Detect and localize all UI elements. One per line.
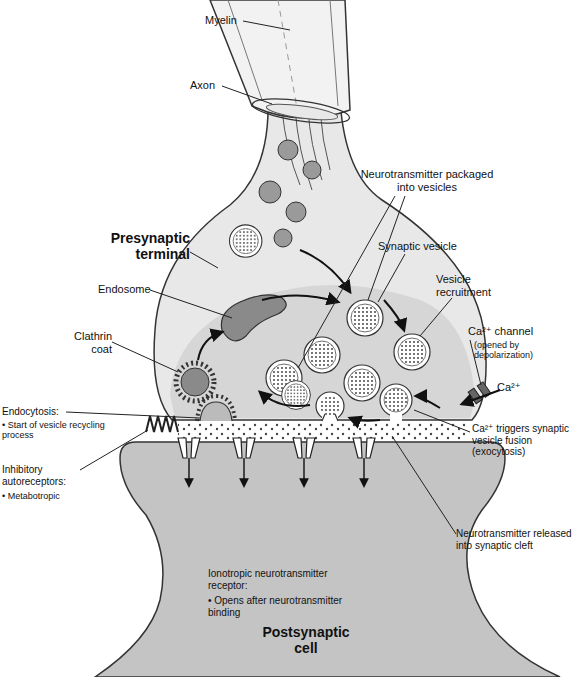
presynaptic-terminal bbox=[154, 100, 486, 420]
note-label: (opened by depolarization) bbox=[474, 340, 574, 361]
part-label: Ca²⁺ channel bbox=[468, 325, 568, 338]
process-label: Neurotransmitter released into synaptic … bbox=[456, 528, 576, 551]
note-label: • Start of vesicle recycling process bbox=[2, 420, 112, 441]
part-label: Inhibitory autoreceptors: bbox=[2, 464, 82, 487]
region-label: Presynaptic terminal bbox=[90, 230, 190, 262]
synaptic-cleft bbox=[178, 422, 468, 440]
ion-flow-arrows bbox=[189, 458, 364, 486]
endocytosis-pit bbox=[197, 396, 235, 421]
part-label: Axon bbox=[190, 79, 230, 92]
note-label: • Metabotropic bbox=[2, 491, 92, 501]
postsynaptic-cell bbox=[95, 442, 560, 677]
leader-lines bbox=[66, 21, 481, 534]
part-label: Ionotropic neurotransmitter receptor: bbox=[208, 568, 358, 591]
callout-label: Neurotransmitter packaged into vesicles bbox=[352, 168, 502, 193]
process-label: Endocytosis: bbox=[2, 406, 102, 418]
part-label: Myelin bbox=[205, 14, 255, 27]
part-label: Clathrin coat bbox=[52, 330, 112, 355]
clathrin-coated-vesicle bbox=[176, 363, 214, 401]
ion-label: Ca²⁺ bbox=[497, 381, 537, 394]
fusing-vesicle bbox=[316, 392, 344, 423]
part-label: Synaptic vesicle bbox=[378, 240, 478, 253]
region-label: Postsynaptic cell bbox=[256, 624, 356, 656]
part-label: Endosome bbox=[98, 283, 168, 296]
fusing-vesicle bbox=[380, 384, 412, 422]
ionotropic-receptors bbox=[178, 438, 375, 458]
note-label: • Opens after neurotransmitter binding bbox=[208, 595, 358, 618]
process-label: Ca²⁺ triggers synaptic vesicle fusion (e… bbox=[472, 423, 577, 458]
empty-vesicles bbox=[259, 140, 321, 247]
filling-vesicle bbox=[230, 225, 262, 257]
process-label: Vesicle recruitment bbox=[436, 273, 516, 298]
autoreceptor-symbol bbox=[146, 416, 178, 432]
